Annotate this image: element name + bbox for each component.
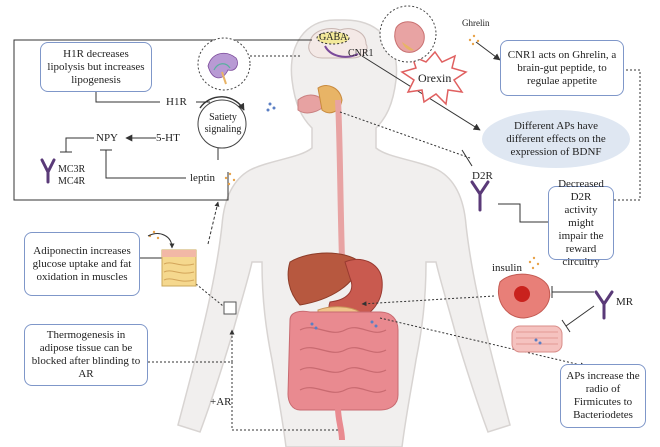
adiponectin-box-text: Adiponectin increases glucose uptake and… [32,244,132,283]
gaba-label: GABA [319,32,348,43]
adipose-arrow [147,233,175,249]
firmicutes-box: APs increase the radio of Firmicutes to … [560,364,646,428]
cnr1-label: CNR1 [348,48,374,59]
cnr1-box-text: CNR1 acts on Ghrelin, a brain-gut peptid… [507,48,617,87]
bdnf-ellipse: Different APs have different effects on … [482,110,630,168]
brain-icon [308,28,368,59]
intestine-icon [287,310,399,441]
fat-cell-icon [498,273,551,319]
orexin-burst [400,50,468,106]
muscle-placeholder [223,301,237,315]
adipose-tissue-icon [161,249,197,287]
mc4r-label: MC4R [58,176,86,187]
liver-icon [287,252,361,306]
orexin-label: Orexin [418,71,452,85]
connector-lines [13,39,641,431]
insulin-label: insulin [492,262,522,274]
hypothalamus-icon [197,37,251,91]
esophagus-icon [335,99,345,261]
5ht-label: 5-HT [156,132,180,144]
blue-dots [266,102,542,345]
thermogenesis-box: Thermogenesis in adipose tissue can be b… [24,324,148,386]
satiety-signaling-label: Satiety signaling [204,112,242,135]
firmicutes-box-text: APs increase the radio of Firmicutes to … [566,370,640,421]
d2r-label: D2R [472,170,493,182]
signal-dots [148,34,540,270]
leptin-label: leptin [190,172,216,184]
mc3r-label: MC3R [58,164,86,175]
ghrelin-stomach-icon [379,5,437,63]
adiponectin-box: Adiponectin increases glucose uptake and… [24,232,140,296]
bdnf-ellipse-text: Different APs have different effects on … [506,119,606,158]
d2r-box-text: Decreased D2R activity might impair the … [558,177,604,268]
ar-label: +AR [210,396,232,408]
h1r-box: H1R decreases lipolysis but increases li… [40,42,152,92]
npy-label: NPY [96,132,119,144]
d2r-box: Decreased D2R activity might impair the … [548,178,614,268]
h1r-box-text: H1R decreases lipolysis but increases li… [47,47,145,86]
thermogenesis-box-text: Thermogenesis in adipose tissue can be b… [31,329,141,380]
h1r-label: H1R [166,96,187,108]
ghrelin-label: Ghrelin [462,18,490,28]
satiety-circle [197,96,247,149]
mr-label: MR [616,296,634,308]
receptor-icon [40,158,614,320]
cnr1-box: CNR1 acts on Ghrelin, a brain-gut peptid… [500,40,624,96]
